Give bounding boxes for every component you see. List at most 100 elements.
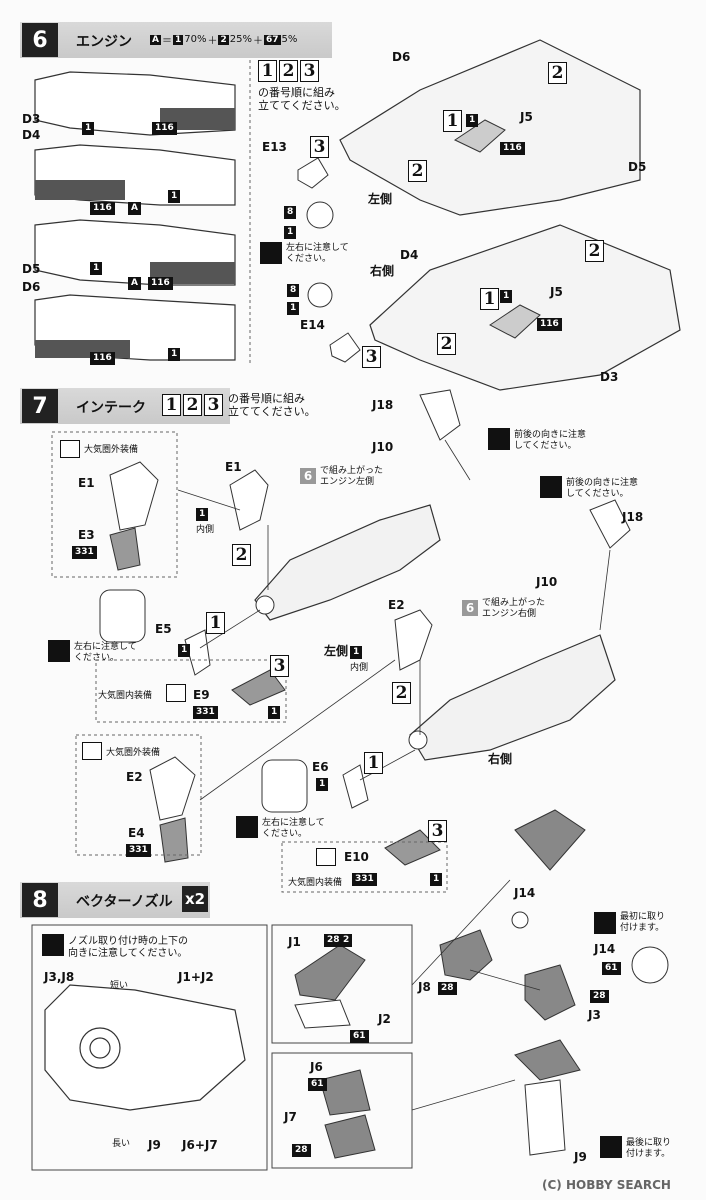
color-chip-1: 1 xyxy=(287,302,300,315)
mix-chip-a: A xyxy=(150,34,161,45)
color-chip-1: 1 xyxy=(350,646,363,659)
step-num-1: 1 xyxy=(480,288,499,310)
engine-right-line1: で組み上がった xyxy=(482,598,546,608)
inside-equip-label: 大気圏内装備 xyxy=(288,878,343,888)
step7-title: インテーク xyxy=(76,400,146,416)
note-line1: 左右に注意して xyxy=(262,818,325,828)
part-e3: E3 xyxy=(78,528,95,542)
color-chip-331: 331 xyxy=(352,873,377,886)
step6-note-lr: 左右に注意して ください。 xyxy=(286,243,349,265)
part-j9: J9 xyxy=(148,1138,161,1152)
order-num-3: 3 xyxy=(300,60,319,82)
part-d5-right: D5 xyxy=(628,160,647,174)
mix-chip-67: 67 xyxy=(263,34,281,45)
caution-icon xyxy=(488,428,510,450)
step7-note-lr-b: 左右に注意して ください。 xyxy=(262,818,325,840)
part-j8: J8 xyxy=(418,980,431,994)
caution-icon xyxy=(594,912,616,934)
engine-left-ref: で組み上がった エンジン左側 xyxy=(320,466,383,488)
front-back-line2: してください。 xyxy=(514,441,577,451)
inner-side-label: 内側 xyxy=(350,663,369,673)
step8-title: ベクターノズル xyxy=(76,894,173,910)
part-j18-b: J18 xyxy=(622,510,644,524)
last-attach-note: 最後に取り 付けます。 xyxy=(626,1138,671,1160)
color-chip-1: 1 xyxy=(316,778,329,791)
outside-equip-label: 大気圏外装備 xyxy=(84,445,139,455)
step-num-2: 2 xyxy=(585,240,604,262)
part-j7: J7 xyxy=(284,1110,297,1124)
order-num-2: 2 xyxy=(279,60,298,82)
engine-left-line1: で組み上がった xyxy=(320,466,384,476)
mix-plus2: ＋ xyxy=(252,36,263,47)
mix-p2: 25% xyxy=(229,34,252,45)
inner-side-label: 内側 xyxy=(196,525,215,535)
step-num-2: 2 xyxy=(548,62,567,84)
color-chip-1: 1 xyxy=(196,508,209,521)
first-attach-note: 最初に取り 付けます。 xyxy=(620,912,665,934)
step-num-2: 2 xyxy=(232,544,251,566)
front-back-line1: 前後の向きに注意 xyxy=(514,430,587,440)
color-chip-28: 28 xyxy=(590,990,609,1003)
color-chip-331: 331 xyxy=(126,844,151,857)
color-chip-116: 116 xyxy=(537,318,562,331)
order-text-line2: 立ててください。 xyxy=(228,405,316,418)
color-chip-28: 28 xyxy=(292,1144,311,1157)
color-chip-a: A xyxy=(128,277,141,290)
engine-right-line2: エンジン右側 xyxy=(482,609,537,619)
inside-equip-icon xyxy=(166,684,186,702)
part-j3-j8: J3,J8 xyxy=(44,970,75,984)
part-e6: E6 xyxy=(312,760,329,774)
part-d5: D5 xyxy=(22,262,41,276)
color-chip-116: 116 xyxy=(90,202,115,215)
caution-icon xyxy=(600,1136,622,1158)
step6-title: エンジン xyxy=(76,34,132,50)
step-num-2: 2 xyxy=(408,160,427,182)
step6-color-mix: A ＝ 1 70% ＋ 2 25% ＋ 67 5% xyxy=(150,32,297,47)
part-j1-j2: J1+J2 xyxy=(178,970,214,984)
part-e4: E4 xyxy=(128,826,145,840)
part-d6: D6 xyxy=(22,280,41,294)
note-line1: 左右に注意して xyxy=(286,243,349,253)
part-j14: J14 xyxy=(514,886,536,900)
part-j14-detail: J14 xyxy=(594,942,616,956)
step-num-2: 2 xyxy=(437,333,456,355)
color-chip-1: 1 xyxy=(168,348,181,361)
step8-note: ノズル取り付け時の上下の 向きに注意してください。 xyxy=(68,936,188,960)
part-j6: J6 xyxy=(310,1060,323,1074)
engine-left-line2: エンジン左側 xyxy=(320,477,375,487)
first-line1: 最初に取り xyxy=(620,912,666,922)
note-line1: 左右に注意して xyxy=(74,642,137,652)
step7-number: 7 xyxy=(22,389,58,423)
note-line2: 向きに注意してください。 xyxy=(68,948,188,959)
mix-p1: 70% xyxy=(184,34,207,45)
color-chip-1: 1 xyxy=(500,290,513,303)
color-chip-61: 61 xyxy=(350,1030,369,1043)
caution-icon xyxy=(540,476,562,498)
color-chip-116: 116 xyxy=(90,352,115,365)
last-line1: 最後に取り xyxy=(626,1138,672,1148)
side-right-label: 右側 xyxy=(488,752,513,766)
color-chip-331: 331 xyxy=(193,706,218,719)
color-chip-1: 1 xyxy=(284,226,297,239)
outside-equip-icon xyxy=(82,742,102,760)
step7-note-lr-a: 左右に注意して ください。 xyxy=(74,642,137,664)
part-e5: E5 xyxy=(155,622,172,636)
color-chip-a: A xyxy=(128,202,141,215)
note-line2: ください。 xyxy=(262,829,308,839)
caution-icon xyxy=(260,242,282,264)
color-chip-1: 1 xyxy=(268,706,281,719)
front-back-note-a: 前後の向きに注意 してください。 xyxy=(514,430,586,452)
part-d3: D3 xyxy=(22,112,41,126)
order-num-1: 1 xyxy=(258,60,277,82)
color-chip-2: 2 xyxy=(340,934,353,947)
order-num-1: 1 xyxy=(162,394,181,416)
short-label: 短い xyxy=(110,981,129,991)
part-d3-right: D3 xyxy=(600,370,619,384)
part-e13: E13 xyxy=(262,140,287,154)
step-num-1: 1 xyxy=(443,110,462,132)
part-j9-b: J9 xyxy=(574,1150,587,1164)
part-j1: J1 xyxy=(288,935,301,949)
color-chip-28: 28 xyxy=(438,982,457,995)
part-j6-j7: J6+J7 xyxy=(182,1138,218,1152)
step-num-2: 2 xyxy=(392,682,411,704)
